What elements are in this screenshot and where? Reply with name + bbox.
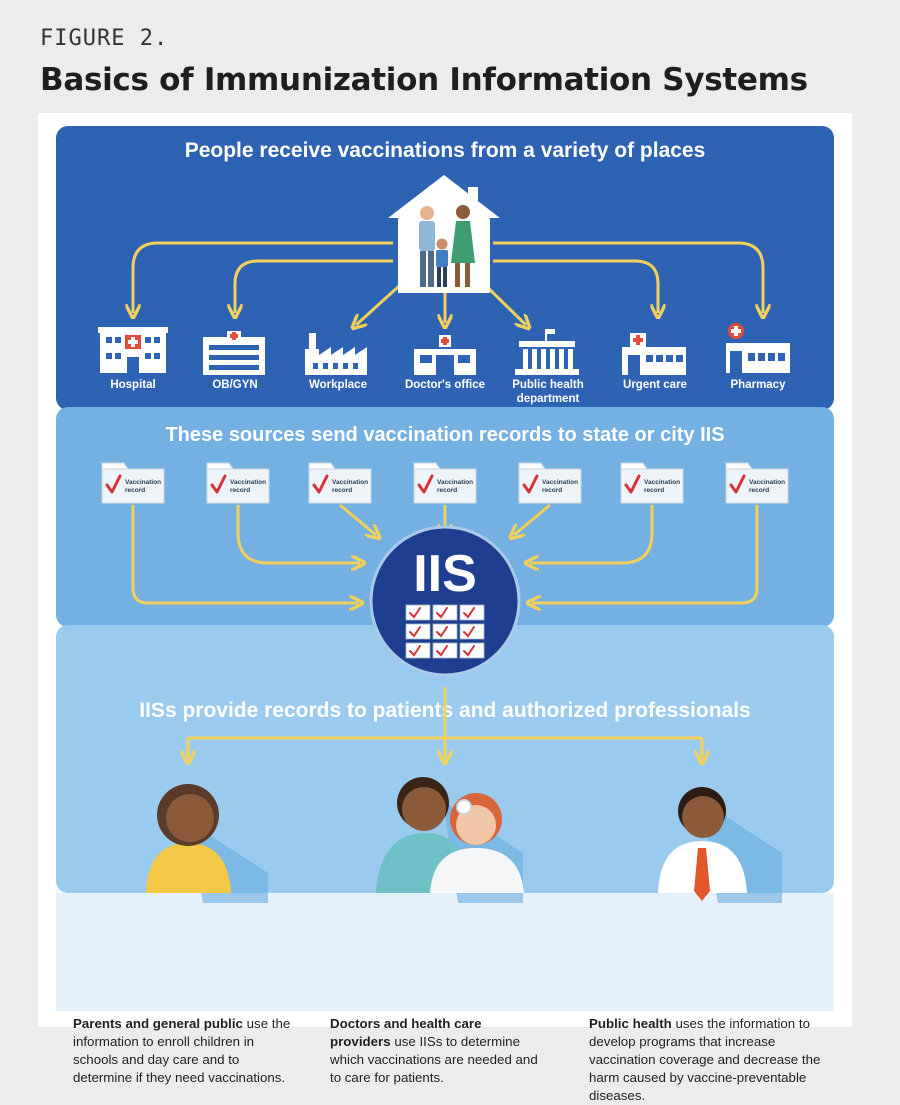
pharmacy-icon — [726, 323, 790, 373]
record-label-line2: record — [542, 487, 562, 494]
record-label-line1: Vaccination — [230, 479, 266, 486]
audience-parents-title: Parents and general public — [73, 1016, 243, 1031]
iis-label: IIS — [413, 545, 477, 603]
place-label-hospital: Hospital — [110, 379, 155, 391]
place-label-pharmacy: Pharmacy — [731, 379, 787, 391]
record-label-line2: record — [437, 487, 457, 494]
record-label-line1: Vaccination — [332, 479, 368, 486]
place-label-public-health-line2: department — [517, 393, 580, 405]
iis-record-icon — [405, 604, 431, 621]
figure-title: Basics of Immunization Information Syste… — [40, 62, 808, 98]
record-label-line1: Vaccination — [437, 479, 473, 486]
iis-record-icon — [405, 623, 431, 640]
iis-record-icon — [459, 604, 485, 621]
record-label-line1: Vaccination — [542, 479, 578, 486]
hospital-icon — [98, 327, 168, 373]
place-label-urgent-care: Urgent care — [623, 379, 687, 391]
place-label-doctors-office: Doctor's office — [405, 379, 485, 391]
iis-record-icon — [432, 623, 458, 640]
record-label-line1: Vaccination — [125, 479, 161, 486]
record-label-line1: Vaccination — [749, 479, 785, 486]
iis-record-icon — [432, 604, 458, 621]
public-health-official-icon — [658, 787, 782, 903]
iis-record-icon — [405, 642, 431, 659]
iis-hub: IIS — [369, 525, 521, 677]
iis-record-icon — [432, 642, 458, 659]
record-label-line2: record — [230, 487, 250, 494]
audience-providers-title: Doctors and health care providers — [330, 1016, 482, 1049]
audience-providers-text: Doctors and health care providers use II… — [330, 1015, 540, 1087]
health-care-providers-icon — [376, 777, 524, 903]
record-label-line2: record — [749, 487, 769, 494]
place-label-workplace: Workplace — [309, 379, 367, 391]
doctors-office-icon — [414, 335, 476, 375]
audience-public-health-title: Public health — [589, 1016, 672, 1031]
factory-icon — [305, 333, 367, 375]
records-to-iis-arrows — [131, 503, 759, 603]
place-label-public-health: Public health — [512, 379, 584, 391]
audience-public-health-text: Public health uses the information to de… — [589, 1015, 825, 1105]
iis-record-icon — [459, 642, 485, 659]
obgyn-clinic-icon — [203, 331, 265, 375]
immunization-diagram: People receive vaccinations from a varie… — [56, 126, 834, 1011]
house-arrows — [133, 241, 763, 325]
records-heading: These sources send vaccination records t… — [165, 424, 724, 446]
record-label-line1: Vaccination — [644, 479, 680, 486]
audience-text-panel — [56, 893, 834, 1011]
government-building-icon — [515, 329, 579, 375]
house-family-icon — [388, 175, 500, 293]
iis-to-audience-arrows — [188, 687, 702, 759]
record-label-line2: record — [332, 487, 352, 494]
figure-label: FIGURE 2. — [40, 26, 169, 51]
places-heading: People receive vaccinations from a varie… — [185, 139, 706, 162]
infographic-card: People receive vaccinations from a varie… — [38, 113, 852, 1103]
place-label-obgyn: OB/GYN — [212, 379, 257, 391]
parent-avatar-icon — [146, 784, 268, 903]
record-label-line2: record — [125, 487, 145, 494]
audience-parents-text: Parents and general public use the infor… — [73, 1015, 293, 1087]
iis-record-icon — [459, 623, 485, 640]
urgent-care-icon — [622, 333, 686, 375]
record-label-line2: record — [644, 487, 664, 494]
